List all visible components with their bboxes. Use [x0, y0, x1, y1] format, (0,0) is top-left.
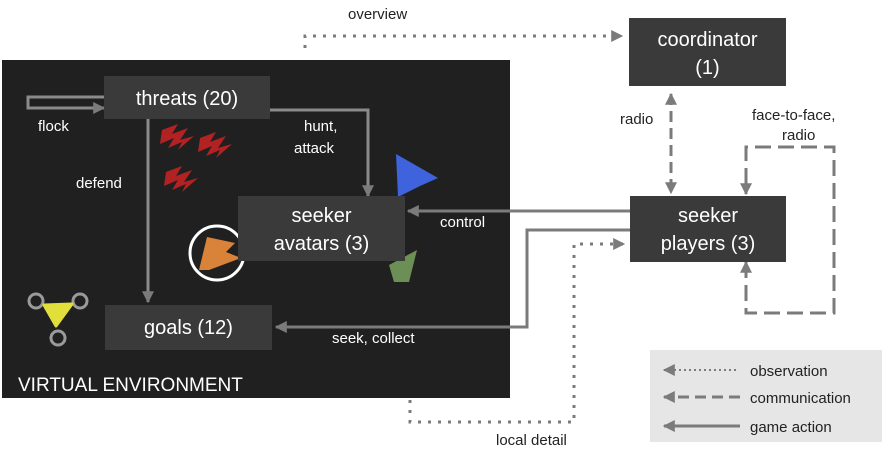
- threats-node-label: threats (20): [136, 88, 238, 110]
- local-detail-edge: [408, 238, 626, 424]
- face-to-face-edge: [740, 145, 836, 315]
- face-to-face-label-line1: face-to-face,: [752, 107, 835, 124]
- seeker-avatars-node-line2: avatars (3): [274, 233, 370, 255]
- local-detail-label: local detail: [496, 432, 567, 449]
- hunt-attack-label-line2: attack: [294, 140, 335, 157]
- threats-node: threats (20): [104, 76, 270, 119]
- goal-icon: [27, 292, 89, 347]
- goals-node: goals (12): [105, 305, 272, 350]
- overview-edge: [303, 30, 624, 48]
- avatar-green-icon: [389, 250, 417, 282]
- hunt-attack-label-line1: hunt,: [304, 118, 337, 135]
- coordinator-node-line2: (1): [695, 57, 719, 79]
- flock-label: flock: [38, 118, 69, 135]
- seek-collect-edge: [274, 228, 630, 333]
- legend-game-action-label: game action: [750, 419, 832, 436]
- threat-icon: [160, 124, 232, 192]
- control-label: control: [440, 214, 485, 231]
- seeker-players-node-line2: players (3): [661, 233, 755, 255]
- legend-game-action: game action: [662, 419, 832, 436]
- seeker-avatars-node: seeker avatars (3): [238, 196, 405, 261]
- goals-node-label: goals (12): [144, 317, 233, 339]
- coordinator-node: coordinator (1): [629, 18, 786, 86]
- legend-communication: communication: [662, 390, 851, 407]
- hunt-attack-edge: [270, 108, 374, 198]
- seeker-players-node-line1: seeker: [678, 205, 738, 227]
- coordinator-node-line1: coordinator: [657, 29, 757, 51]
- flock-edge: [26, 95, 106, 114]
- seeker-avatars-node-line1: seeker: [291, 205, 351, 227]
- legend-communication-label: communication: [750, 390, 851, 407]
- virtual-environment-label: VIRTUAL ENVIRONMENT: [18, 375, 243, 396]
- overview-label: overview: [348, 6, 407, 23]
- face-to-face-label-line2: radio: [782, 127, 815, 144]
- legend-observation-label: observation: [750, 363, 828, 380]
- seeker-players-node: seeker players (3): [630, 196, 786, 262]
- avatar-orange-icon: [188, 224, 246, 282]
- radio-label: radio: [620, 111, 653, 128]
- seek-collect-label: seek, collect: [332, 330, 415, 347]
- legend-observation: observation: [662, 363, 828, 380]
- avatar-blue-icon: [396, 154, 438, 197]
- defend-label: defend: [76, 175, 122, 192]
